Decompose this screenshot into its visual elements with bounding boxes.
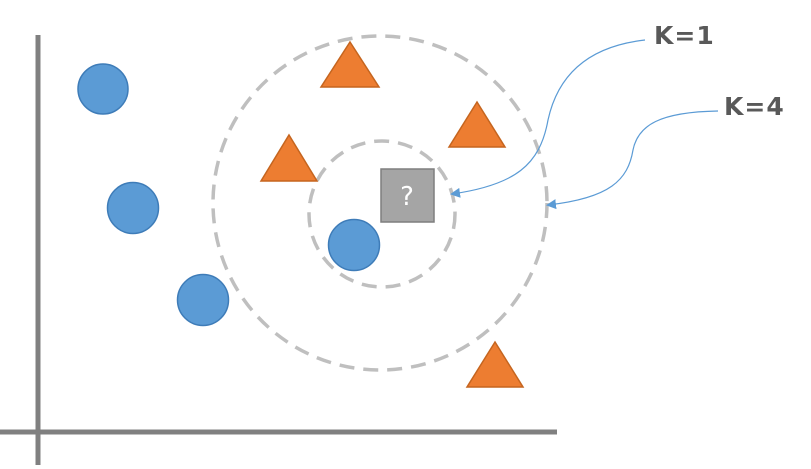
circle-point <box>106 181 160 235</box>
k4-label: K=4 <box>724 92 785 121</box>
k1-arrow <box>450 39 646 198</box>
triangle-point <box>259 133 319 182</box>
circle-point <box>77 63 129 115</box>
circle-point <box>176 273 230 327</box>
query-label: ? <box>400 182 414 212</box>
circle-point <box>327 218 381 272</box>
k4-arrow <box>546 110 719 210</box>
k1-label: K=1 <box>654 21 715 50</box>
k4-neighborhood-ring <box>211 34 549 372</box>
query-point <box>380 168 435 223</box>
triangle-point <box>319 40 381 88</box>
triangle-point <box>465 340 525 388</box>
k1-neighborhood-ring <box>307 139 457 289</box>
triangle-point <box>447 100 507 148</box>
